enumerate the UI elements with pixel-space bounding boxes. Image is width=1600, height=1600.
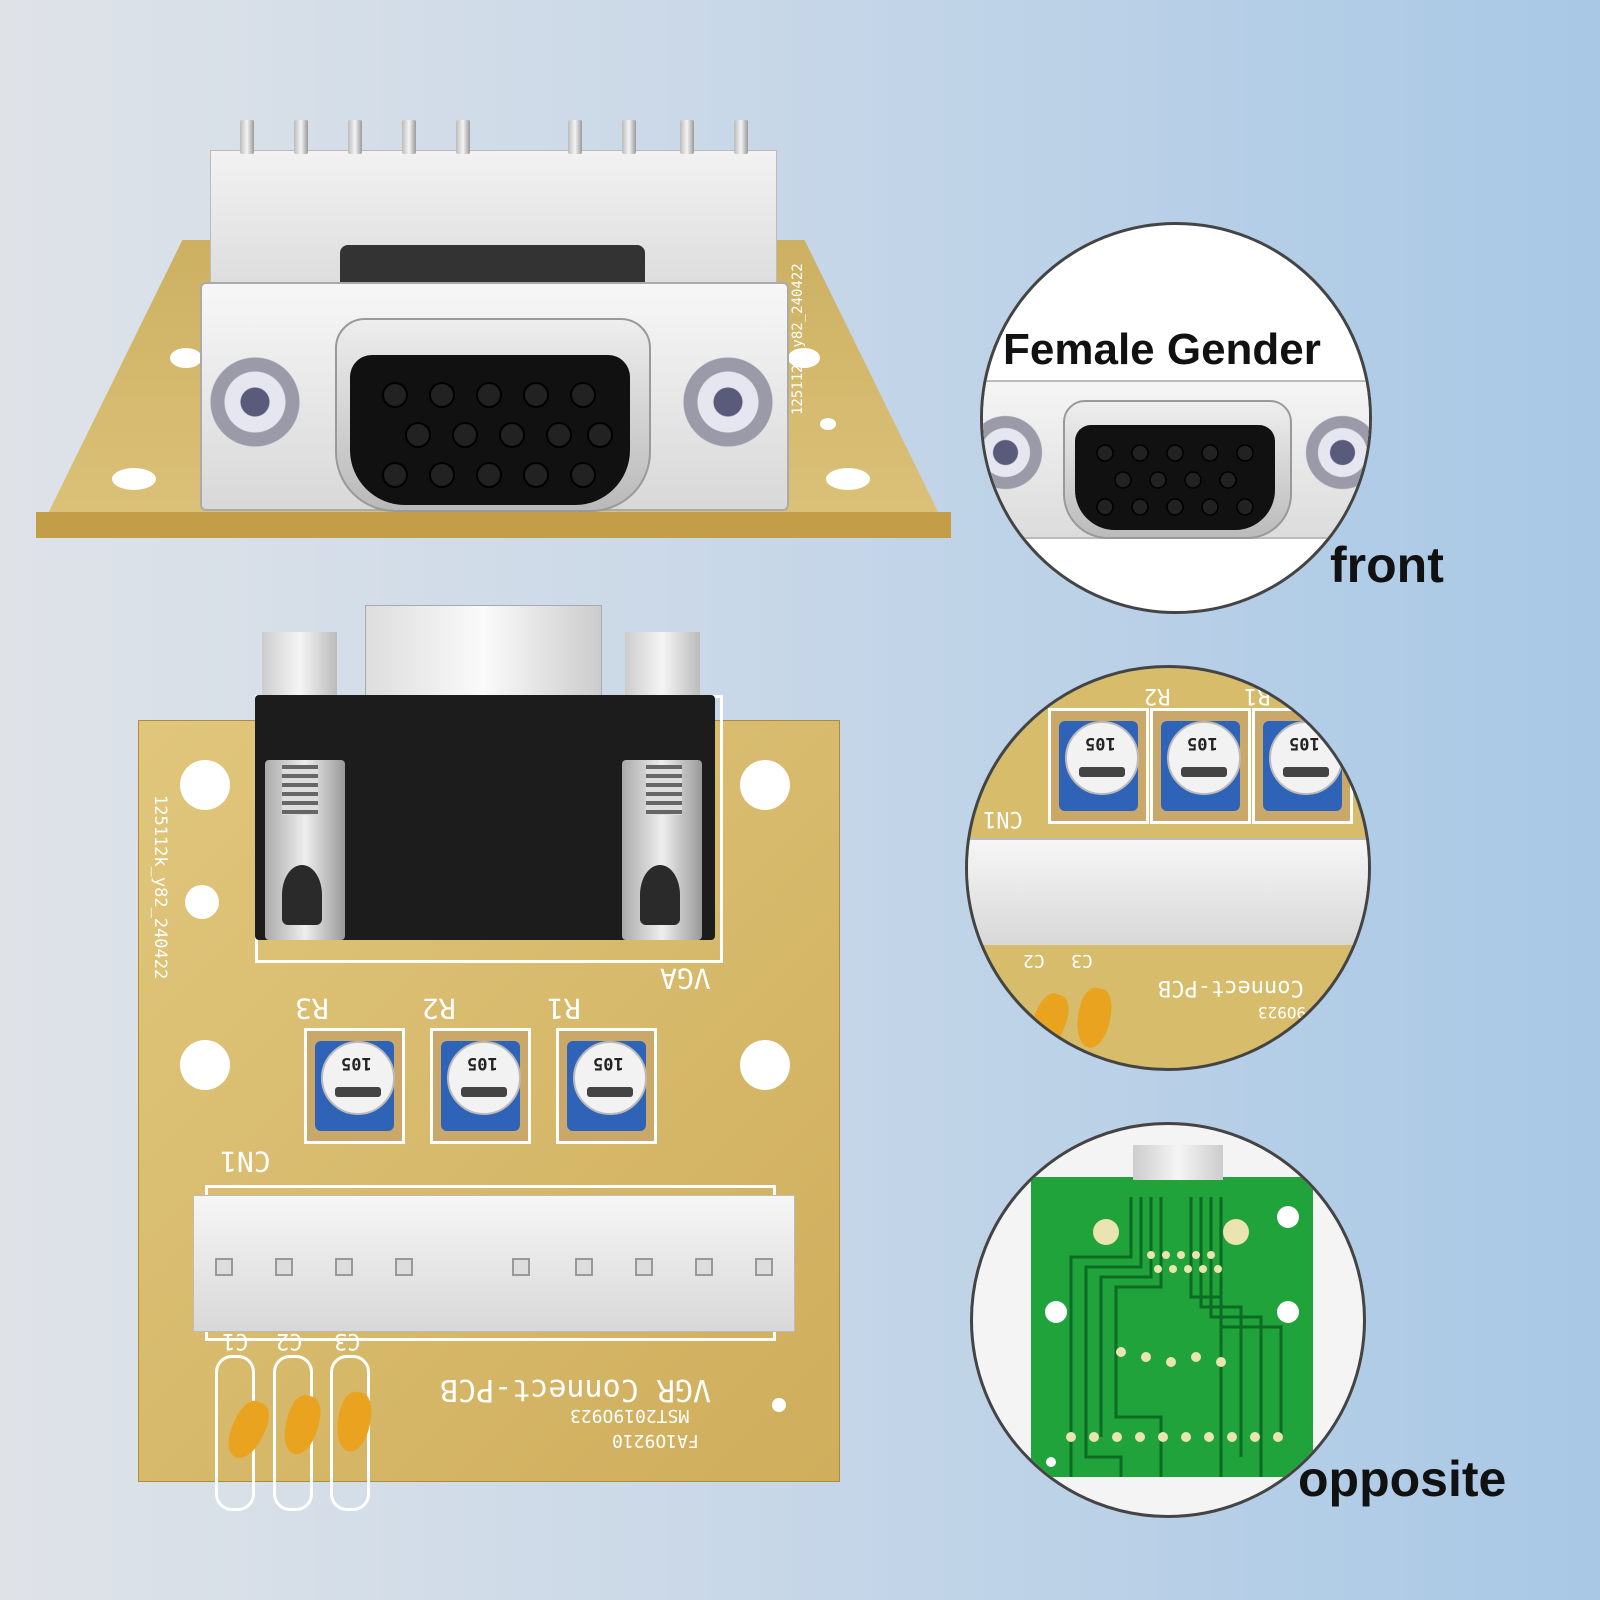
pot-slot xyxy=(587,1087,633,1097)
zoom-pot-1: 105 xyxy=(1048,708,1149,824)
vga-screw-left xyxy=(282,765,318,815)
c3-label: C3 xyxy=(334,1328,361,1353)
zoom-r1-label: R1 xyxy=(1244,683,1271,708)
zoom-pot-value: 105 xyxy=(1187,733,1218,753)
vga-socket-holes xyxy=(382,382,613,488)
side-silkscreen-code: 125112k_y82_240422 xyxy=(150,795,170,980)
header-pin xyxy=(402,120,416,154)
mount-hole xyxy=(772,1398,786,1412)
potentiometer-r2[interactable]: 105 xyxy=(430,1028,531,1144)
header-pin xyxy=(240,120,254,154)
board-name: VGR Connect-PCB xyxy=(440,1372,711,1407)
top-pcb-edge xyxy=(36,512,951,538)
r2-label: R2 xyxy=(422,992,456,1025)
zoom-front-circle: Female Gender xyxy=(980,222,1372,614)
pot-slot xyxy=(461,1087,507,1097)
cn1-pin xyxy=(215,1258,233,1276)
vga-post-left xyxy=(262,632,337,697)
hex-nut-right xyxy=(683,352,773,452)
c3-outline xyxy=(330,1355,370,1511)
vga-metal-back xyxy=(365,605,602,702)
header-pin xyxy=(568,120,582,154)
mount-hole xyxy=(112,468,156,490)
header-pin xyxy=(348,120,362,154)
mount-hole xyxy=(788,348,820,368)
potentiometer-r1[interactable]: 105 xyxy=(556,1028,657,1144)
zoom-pots-circle: R2 R1 105 105 105 CN1 C2 C3 Connect-PCB … xyxy=(965,665,1371,1071)
pot-dial: 105 xyxy=(573,1041,647,1115)
zoom-cn1-label: CN1 xyxy=(983,806,1023,831)
zoom-pot-3: 105 xyxy=(1252,708,1353,824)
mount-hole xyxy=(185,885,219,919)
opposite-connector-top xyxy=(1133,1145,1223,1180)
female-gender-label: Female Gender xyxy=(1003,325,1321,374)
r3-label: R3 xyxy=(295,992,329,1025)
c2-label: C2 xyxy=(276,1328,303,1353)
cn1-pin xyxy=(335,1258,353,1276)
pcb-traces xyxy=(1045,1197,1299,1477)
cn1-pin xyxy=(755,1258,773,1276)
cn1-label: CN1 xyxy=(220,1145,271,1178)
header-pin xyxy=(294,120,308,154)
zoom-socket-holes xyxy=(1096,444,1254,516)
cn1-pin xyxy=(575,1258,593,1276)
zoom-cn1-header xyxy=(968,838,1368,945)
zoom-pot-value: 105 xyxy=(1289,733,1320,753)
mount-hole xyxy=(180,760,230,810)
pot-value: 105 xyxy=(593,1053,624,1073)
zoom-opposite-circle xyxy=(970,1122,1366,1518)
potentiometer-r3[interactable]: 105 xyxy=(304,1028,405,1144)
zoom-hex-nut-left xyxy=(983,410,1043,495)
zoom-board-name: Connect-PCB xyxy=(1158,975,1304,1000)
hex-nut-left xyxy=(210,352,300,452)
pot-value: 105 xyxy=(341,1053,372,1073)
vga-slot-left xyxy=(282,865,322,925)
pot-value: 105 xyxy=(467,1053,498,1073)
c1-label: C1 xyxy=(222,1328,249,1353)
header-pin xyxy=(734,120,748,154)
zoom-hex-nut-right xyxy=(1305,410,1369,495)
board-code-2: FA1O9210 xyxy=(612,1430,699,1451)
pot-dial: 105 xyxy=(447,1041,521,1115)
zoom-capacitor xyxy=(1023,989,1075,1057)
opposite-label: opposite xyxy=(1298,1451,1507,1507)
board-code-1: MST2019O923 xyxy=(570,1405,690,1426)
cn1-pin xyxy=(512,1258,530,1276)
zoom-c3-label: C3 xyxy=(1071,950,1093,971)
mount-hole xyxy=(740,1040,790,1090)
mount-hole xyxy=(170,348,202,368)
zoom-pot-value: 105 xyxy=(1085,733,1116,753)
pot-slot xyxy=(335,1087,381,1097)
cn1-pin xyxy=(635,1258,653,1276)
cn1-pin xyxy=(695,1258,713,1276)
mount-hole xyxy=(740,760,790,810)
header-pin xyxy=(622,120,636,154)
front-label: front xyxy=(1330,537,1444,593)
zoom-pot-2: 105 xyxy=(1150,708,1251,824)
zoom-capacitor xyxy=(1073,985,1115,1051)
top-silkscreen-code: 125112k_y82_240422 xyxy=(790,263,806,415)
mount-hole xyxy=(826,468,870,490)
mount-hole xyxy=(180,1040,230,1090)
cn1-header xyxy=(193,1195,795,1332)
vga-post-right xyxy=(625,632,700,697)
zoom-c2-label: C2 xyxy=(1023,950,1045,971)
mount-hole xyxy=(820,418,836,430)
header-pin xyxy=(680,120,694,154)
zoom-r2-label: R2 xyxy=(1144,683,1171,708)
r1-label: R1 xyxy=(547,992,581,1025)
header-pin xyxy=(456,120,470,154)
vga-label: VGA xyxy=(660,962,711,995)
zoom-board-code: 9O923 xyxy=(1258,1003,1307,1022)
vga-slot-right xyxy=(640,865,680,925)
vga-screw-right xyxy=(646,765,682,815)
cn1-pin xyxy=(395,1258,413,1276)
cn1-pin xyxy=(275,1258,293,1276)
pot-dial: 105 xyxy=(321,1041,395,1115)
